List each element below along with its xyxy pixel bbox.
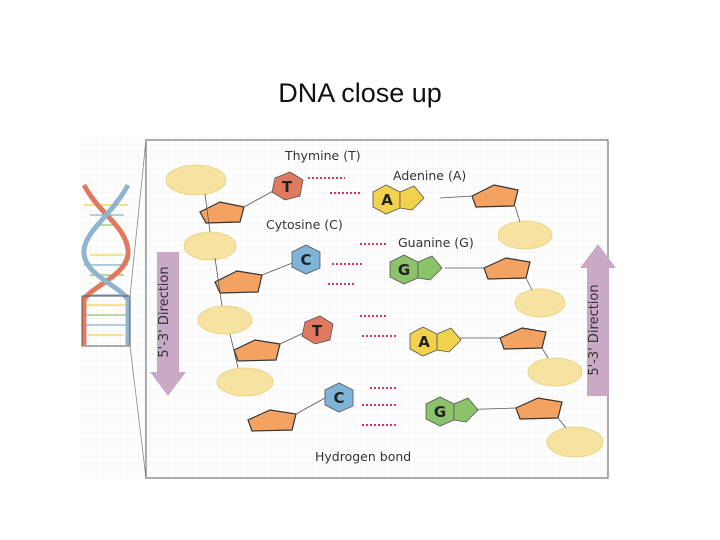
svg-text:G: G: [398, 261, 410, 279]
direction-label-right: 5'-3' Direction: [587, 284, 602, 375]
svg-text:G: G: [434, 403, 446, 421]
hydrogen-bonds: [308, 177, 398, 426]
label-cytosine: Cytosine (C): [266, 217, 343, 232]
base-thymine-2: T: [301, 315, 334, 345]
slide-title: DNA close up: [278, 78, 442, 108]
direction-arrow-left: 5'-3' Direction: [150, 252, 186, 396]
zoom-lines: [129, 139, 147, 479]
base-adenine-2: A: [409, 326, 462, 357]
base-cytosine-1: C: [291, 244, 321, 275]
label-hydrogen-bond: Hydrogen bond: [315, 449, 411, 464]
base-guanine-2: G: [425, 396, 479, 427]
base-adenine-1: A: [372, 184, 425, 215]
sugar-rings-left: [199, 201, 297, 432]
base-guanine-1: G: [389, 254, 443, 285]
svg-text:T: T: [312, 322, 323, 340]
direction-label-left: 5'-3' Direction: [157, 266, 172, 357]
svg-text:A: A: [381, 191, 393, 209]
sugar-rings-right: [471, 184, 563, 420]
dna-helix-icon: [81, 183, 131, 347]
base-cytosine-2: C: [324, 382, 354, 413]
base-thymine-1: T: [271, 171, 304, 201]
svg-text:T: T: [282, 178, 293, 196]
label-adenine: Adenine (A): [393, 168, 466, 183]
svg-text:A: A: [418, 333, 430, 351]
svg-text:C: C: [300, 251, 311, 269]
label-guanine: Guanine (G): [398, 235, 474, 250]
label-thymine: Thymine (T): [284, 148, 361, 163]
svg-text:C: C: [333, 389, 344, 407]
phosphate-groups-right: [497, 220, 604, 458]
direction-arrow-right: 5'-3' Direction: [580, 244, 616, 396]
